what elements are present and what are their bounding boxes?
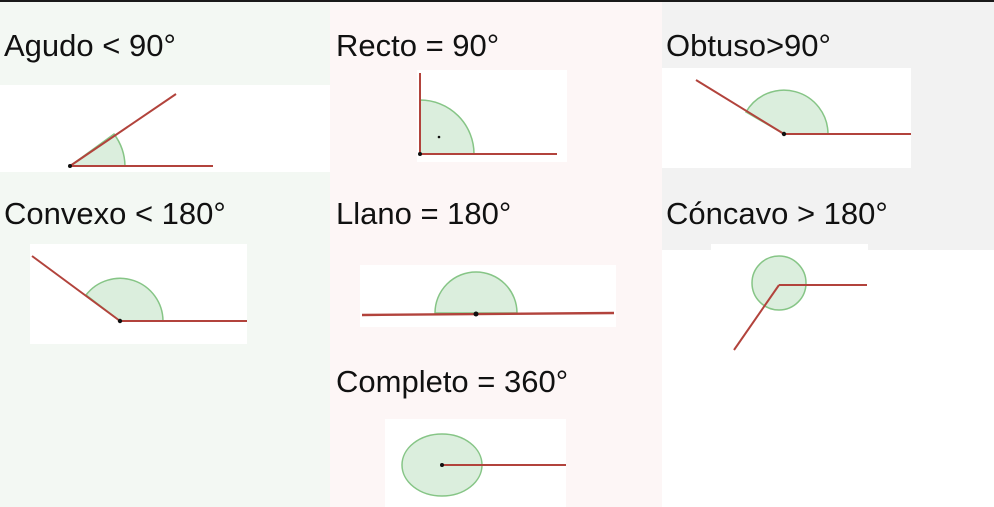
ray — [733, 284, 780, 351]
angle-arc — [744, 89, 829, 135]
angle-arc — [751, 255, 807, 311]
figure-convexo — [30, 244, 247, 344]
top-border — [0, 0, 994, 2]
label-completo: Completo = 360° — [336, 364, 569, 399]
figure-completo — [385, 419, 566, 507]
figure-llano — [360, 265, 616, 327]
right-angle-svg — [418, 73, 557, 156]
figure-agudo — [0, 85, 330, 172]
vertex-point — [418, 152, 422, 156]
angle-arc — [419, 99, 475, 155]
figure-concavo — [711, 244, 868, 354]
label-agudo: Agudo < 90° — [4, 28, 176, 63]
angle-arc — [434, 271, 518, 314]
full-angle-svg — [401, 433, 566, 497]
vertex-point — [473, 311, 479, 317]
straight-angle-svg — [361, 271, 615, 317]
label-llano: Llano = 180° — [336, 196, 512, 231]
ray — [31, 255, 121, 322]
label-recto: Recto = 90° — [336, 28, 500, 63]
concave-angle-svg — [733, 255, 867, 351]
figure-recto — [417, 70, 567, 162]
label-obtuso: Obtuso>90° — [666, 28, 831, 63]
obtuse-angle-svg — [695, 79, 911, 137]
ray — [695, 79, 785, 135]
label-convexo: Convexo < 180° — [4, 196, 226, 231]
convex-angle-svg — [31, 255, 247, 324]
acute-angle-svg — [67, 93, 213, 168]
angle-arc — [84, 277, 164, 322]
right-angle-dot — [437, 135, 441, 139]
vertex-point — [781, 131, 787, 137]
vertex-point — [68, 164, 72, 168]
label-concavo: Cóncavo > 180° — [666, 196, 888, 231]
ray — [69, 93, 177, 167]
figure-obtuso — [662, 68, 911, 168]
vertex-point — [117, 318, 123, 324]
vertex-point — [440, 463, 444, 467]
ray — [361, 311, 615, 317]
